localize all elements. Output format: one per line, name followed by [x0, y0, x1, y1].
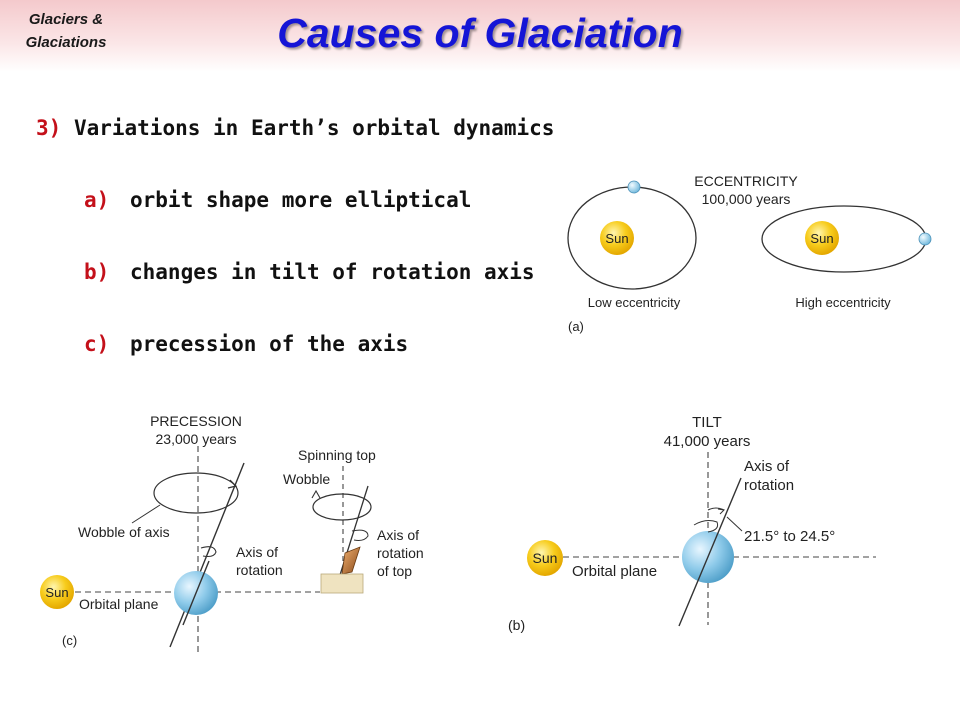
- panel-label-c: (c): [62, 633, 77, 648]
- sun-icon: [600, 221, 634, 255]
- sub-point-c: c) precession of the axis: [84, 332, 408, 356]
- tilt-period: 41,000 years: [664, 433, 751, 450]
- wobble-ellipse: [153, 472, 239, 514]
- top-wobble-arrow-icon: [311, 489, 321, 499]
- tilt-angle-arrow-icon: [717, 508, 726, 515]
- corner-label-line2: Glaciations: [25, 34, 107, 51]
- orbital-plane-label: Orbital plane: [572, 563, 657, 580]
- axis-of-label: Axis of: [744, 458, 790, 475]
- axis-of-label: Axis of: [236, 544, 278, 560]
- header-band: [0, 0, 960, 72]
- sub-point-marker: b): [84, 260, 110, 284]
- angle-leader-line: [726, 516, 743, 532]
- earth-dot-icon: [627, 180, 641, 194]
- sub-point-marker: a): [84, 188, 110, 212]
- precession-period: 23,000 years: [156, 431, 237, 447]
- sun-label: Sun: [45, 585, 68, 600]
- sun-label: Sun: [533, 550, 558, 566]
- eccentricity-title: ECCENTRICITY: [694, 173, 798, 189]
- main-point-number: 3): [36, 116, 62, 140]
- high-eccentricity-label: High eccentricity: [795, 295, 891, 310]
- sun-icon: [40, 575, 74, 609]
- high-eccentricity-orbit: [761, 205, 927, 273]
- wobble-of-axis-label: Wobble of axis: [78, 524, 170, 540]
- eccentricity-period: 100,000 years: [702, 191, 791, 207]
- corner-label-line1: Glaciers &: [28, 11, 104, 28]
- sun-label: Sun: [605, 231, 628, 246]
- top-base-block: [320, 573, 364, 594]
- wobble-of-axis-leader: [131, 504, 161, 524]
- sun-icon: [805, 221, 839, 255]
- tilted-axis-line: [678, 477, 742, 627]
- earth-axis-segment: [182, 560, 210, 626]
- sub-point-b: b) changes in tilt of rotation axis: [84, 260, 535, 284]
- sub-point-marker: c): [84, 332, 110, 356]
- main-point-text: Variations in Earth’s orbital dynamics: [73, 116, 555, 140]
- earth-dot-icon: [918, 232, 932, 246]
- tilt-diagram: TILT 41,000 years Axis of rotation 21.5°…: [508, 414, 876, 633]
- spinning-top-icon: [341, 546, 361, 575]
- sun-label: Sun: [810, 231, 833, 246]
- orbital-plane-label: Orbital plane: [79, 596, 159, 612]
- sun-icon: [527, 540, 563, 576]
- top-axis-label-line3: of top: [377, 563, 412, 579]
- rotation-arrow-icon: [200, 546, 217, 558]
- top-axis-label-line1: Axis of: [377, 527, 419, 543]
- tilt-title: TILT: [692, 414, 722, 431]
- precession-diagram: PRECESSION 23,000 years Sun Orbital plan…: [40, 413, 424, 652]
- top-axis-label-line2: rotation: [377, 545, 424, 561]
- rotation-label: rotation: [744, 477, 794, 494]
- spinning-top-label: Spinning top: [298, 447, 376, 463]
- panel-label-a: (a): [568, 319, 584, 334]
- wobble-label: Wobble: [283, 471, 330, 487]
- sub-point-a: a) orbit shape more elliptical: [84, 188, 471, 212]
- sub-point-text: orbit shape more elliptical: [130, 188, 472, 212]
- top-wobble-ellipse: [312, 493, 372, 521]
- wobble-arrow-icon: [227, 479, 238, 489]
- corner-topic-label: Glaciers & Glaciations: [6, 8, 126, 54]
- eccentricity-diagram: ECCENTRICITY 100,000 years Sun Low eccen…: [567, 173, 932, 334]
- tilted-axis-line: [169, 462, 245, 648]
- top-rotation-arrow-icon: [351, 529, 369, 541]
- rotation-arrow-icon: [693, 520, 719, 533]
- precession-title: PRECESSION: [150, 413, 242, 429]
- angle-range-label: 21.5° to 24.5°: [744, 528, 835, 545]
- sub-point-text: changes in tilt of rotation axis: [130, 260, 535, 284]
- main-point: 3) Variations in Earth’s orbital dynamic…: [36, 116, 554, 140]
- sub-point-text: precession of the axis: [130, 332, 409, 356]
- slide-title: Causes of Glaciation: [277, 10, 683, 56]
- panel-label-b: (b): [508, 617, 525, 633]
- rotation-label: rotation: [236, 562, 283, 578]
- low-eccentricity-label: Low eccentricity: [588, 295, 681, 310]
